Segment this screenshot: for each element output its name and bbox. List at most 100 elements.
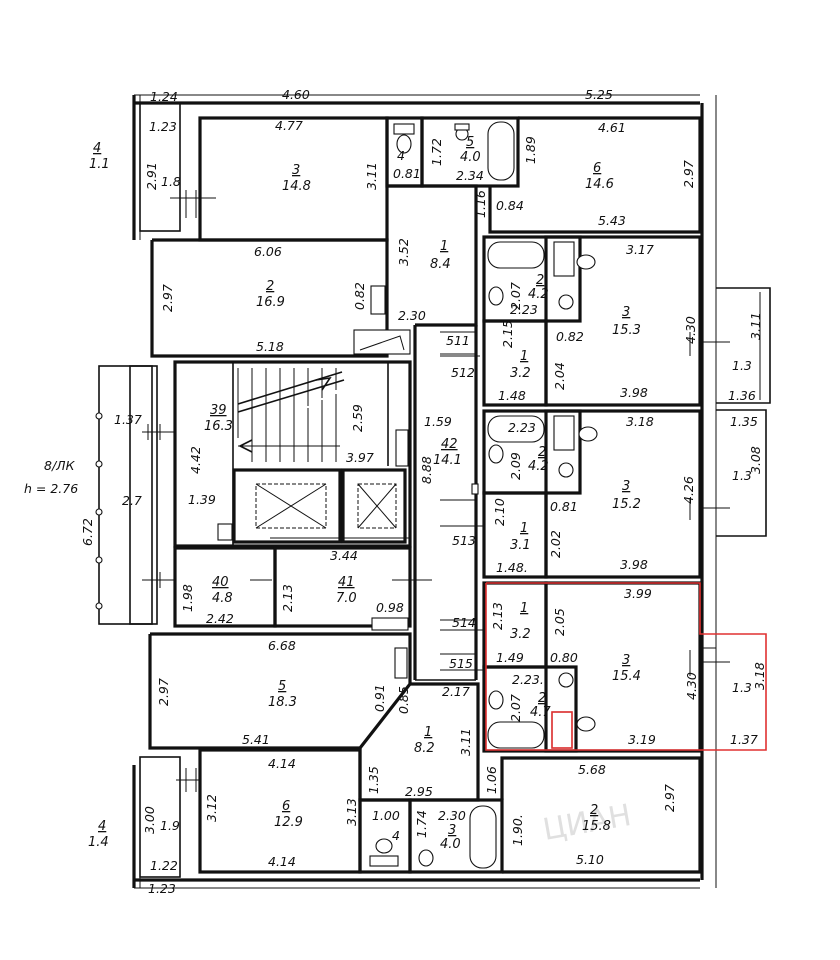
label: 2.23 xyxy=(510,302,538,317)
label: 2.95 xyxy=(405,784,433,799)
room-area: 3.2 xyxy=(510,627,531,642)
label: 4.26 xyxy=(681,476,696,504)
label: 1.23 xyxy=(148,881,176,896)
label: 3.13 xyxy=(344,798,359,826)
label: 3.19 xyxy=(628,732,656,747)
elevator-shafts xyxy=(255,483,397,529)
label: 1.89 xyxy=(523,136,538,164)
label: 1.74 xyxy=(414,810,429,838)
label: 4.77 xyxy=(275,118,303,133)
label: h = 2.76 xyxy=(24,481,78,496)
label: 1.72 xyxy=(429,138,444,166)
room-number: 39 xyxy=(210,403,227,418)
room-area: 12.9 xyxy=(274,815,303,830)
label: 0.80 xyxy=(550,650,578,665)
label: 2.7 xyxy=(122,493,142,508)
label: 0.82 xyxy=(352,282,367,310)
label: 1.59 xyxy=(424,414,452,429)
label: 2.59 xyxy=(350,404,365,432)
label: 2.04 xyxy=(552,362,567,390)
label: 3.18 xyxy=(626,414,654,429)
label: 1.16 xyxy=(473,190,488,218)
label: 6.72 xyxy=(80,518,95,546)
label: 2.17 xyxy=(442,684,470,699)
room-area: 3.1 xyxy=(510,538,531,553)
label: 1.23 xyxy=(149,119,177,134)
label: 2.30 xyxy=(398,308,426,323)
label: 511 xyxy=(446,333,470,348)
label: 0.84 xyxy=(496,198,524,213)
label: 5.10 xyxy=(576,852,604,867)
room-number: 6 xyxy=(593,161,601,176)
room-area: 8.4 xyxy=(430,257,451,272)
room-number: 4 xyxy=(93,141,101,156)
label: 2.23. xyxy=(512,672,544,687)
label: 1.35 xyxy=(730,414,758,429)
label: 2.91 xyxy=(144,162,159,190)
highlighted-apartment xyxy=(485,582,767,751)
room-number: 5 xyxy=(466,135,474,150)
label: 3.11 xyxy=(748,312,763,340)
room-number: 3 xyxy=(448,823,456,838)
label: 2.09 xyxy=(508,452,523,480)
label: 3.98 xyxy=(620,557,648,572)
label: 5.18 xyxy=(256,339,284,354)
label: 6.06 xyxy=(254,244,282,259)
label: 3.11 xyxy=(364,162,379,190)
label: 1.48. xyxy=(496,560,528,575)
label: 1.98 xyxy=(180,584,195,612)
label: 1.37 xyxy=(114,412,142,427)
label: 1.3 xyxy=(732,468,752,483)
room-area: 15.2 xyxy=(612,497,641,512)
room-area: 1.4 xyxy=(88,835,109,850)
label: 3.52 xyxy=(396,238,411,266)
room-number: 1 xyxy=(424,725,432,740)
room-number: 3 xyxy=(622,305,630,320)
label: 3.44 xyxy=(330,548,358,563)
label: 0.85 xyxy=(396,686,411,714)
label: 5.25 xyxy=(585,87,613,102)
label: 4.14 xyxy=(268,854,296,869)
label: 2.02 xyxy=(548,530,563,558)
room-area: 4.8 xyxy=(212,591,233,606)
room-area: 4.0 xyxy=(460,150,481,165)
label: 1.8 xyxy=(161,174,181,189)
room-number: 2 xyxy=(266,279,274,294)
room-area: 16.3 xyxy=(204,419,233,434)
room-area: 4.2 xyxy=(528,287,549,302)
label: 1.39 xyxy=(188,492,216,507)
room-area: 16.9 xyxy=(256,295,285,310)
room-number: 3 xyxy=(292,163,300,178)
sanitary-fixtures xyxy=(217,121,598,869)
label: 2.15 xyxy=(500,320,515,348)
room-number: 2 xyxy=(536,273,544,288)
label: 4.14 xyxy=(268,756,296,771)
room-number: 42 xyxy=(441,437,458,452)
label: 6.68 xyxy=(268,638,296,653)
label: 0.91 xyxy=(372,684,387,712)
label: 3.18 xyxy=(752,662,767,690)
walls xyxy=(98,94,771,889)
label: 2.97 xyxy=(681,160,696,188)
room-area: 14.6 xyxy=(585,177,614,192)
label: 4 xyxy=(397,148,405,163)
room-number: 41 xyxy=(338,575,355,590)
room-number: 2 xyxy=(590,803,598,818)
label: 4 xyxy=(392,828,400,843)
room-area: 14.1 xyxy=(433,453,462,468)
label: 1.3 xyxy=(732,680,752,695)
label: 2.97 xyxy=(156,678,171,706)
label: 514 xyxy=(452,615,476,630)
label: 4.30 xyxy=(683,316,698,344)
label: 2.42 xyxy=(206,611,234,626)
room-number: 2 xyxy=(538,691,546,706)
label: 515 xyxy=(449,656,473,671)
label: 513 xyxy=(452,533,476,548)
room-number: 3 xyxy=(622,653,630,668)
label: 0.82 xyxy=(556,329,584,344)
label: 0.81 xyxy=(550,499,578,514)
label: 2.07 xyxy=(508,694,523,722)
label: 5.43 xyxy=(598,213,626,228)
room-area: 15.4 xyxy=(612,669,641,684)
